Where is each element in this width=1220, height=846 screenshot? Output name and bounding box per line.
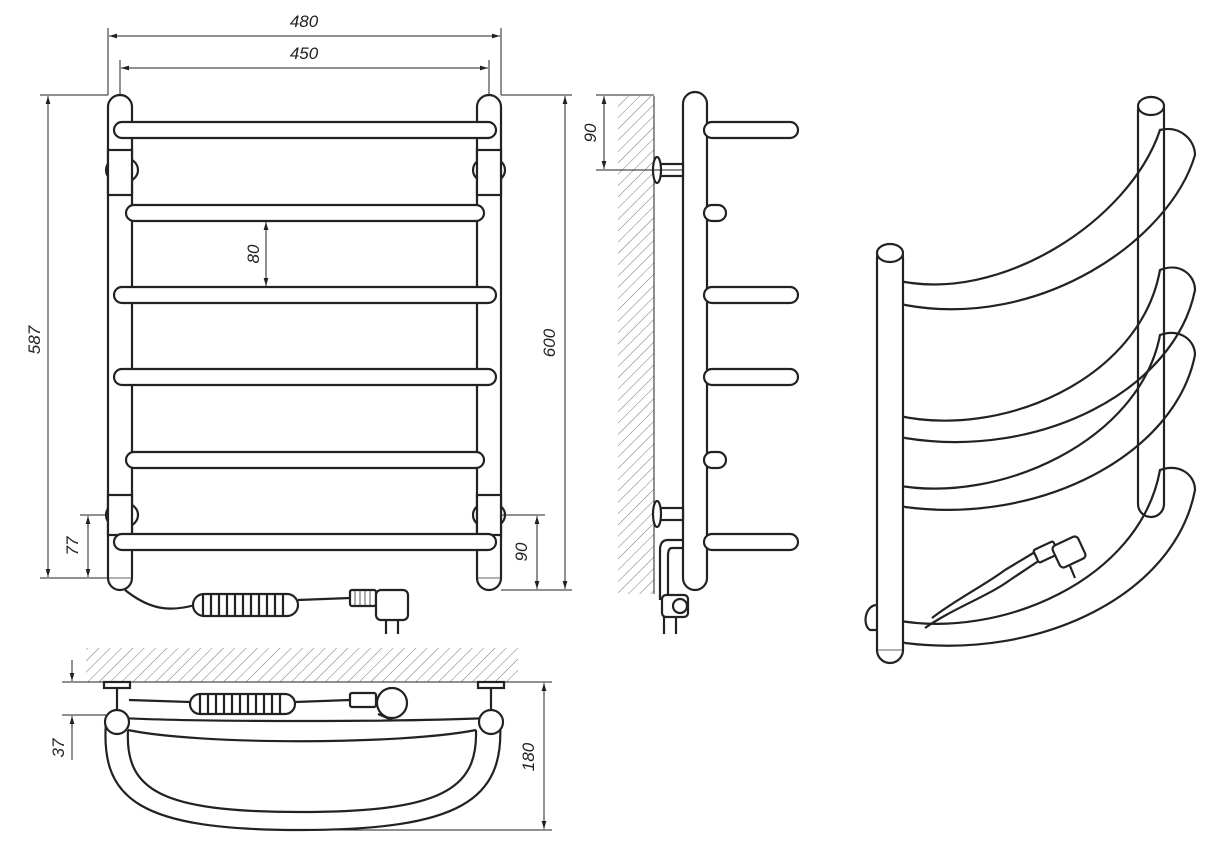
side-rung-6 (702, 532, 800, 552)
dim-bottom-left: 77 (63, 536, 82, 555)
side-view: 90 (581, 90, 800, 634)
isometric-view (864, 95, 1197, 665)
dim-bottom-right: 90 (512, 542, 531, 561)
wall-hatch-side (618, 96, 654, 594)
rung-1 (112, 120, 498, 140)
dim-axis-width: 450 (290, 44, 319, 63)
cable-coil (191, 592, 300, 618)
dim-side-top-offset: 90 (581, 123, 600, 142)
dim-height-left: 587 (25, 325, 44, 354)
side-rung-1 (702, 120, 800, 140)
iso-back-post (1136, 95, 1166, 519)
rung-5 (124, 450, 486, 470)
top-view: 37 180 (49, 648, 552, 832)
top-view-rung-outer (104, 721, 502, 832)
iso-front-post (875, 243, 905, 665)
dim-height-right: 600 (540, 328, 559, 357)
rung-2 (124, 203, 486, 223)
side-rung-3 (702, 285, 800, 305)
rung-4 (112, 367, 498, 387)
top-cable-coil (188, 692, 297, 716)
dim-step: 80 (244, 244, 263, 263)
power-cable (124, 589, 196, 610)
top-post-right (477, 708, 505, 736)
rung-6 (112, 532, 498, 552)
dim-wall-gap: 37 (49, 738, 68, 757)
top-view-rung-inner (126, 729, 478, 814)
wall-hatch-top (86, 648, 518, 682)
top-post-left (103, 708, 131, 736)
rung-3 (112, 285, 498, 305)
top-plug (375, 686, 409, 720)
iso-cable-coil (924, 535, 1087, 629)
dim-depth: 180 (519, 742, 538, 771)
front-view: 480 450 80 587 600 77 90 (25, 12, 572, 634)
side-rung-4 (702, 367, 800, 387)
plug (348, 588, 410, 634)
side-post (681, 90, 709, 592)
dim-overall-width: 480 (290, 12, 319, 31)
side-rung-2 (702, 203, 728, 223)
side-rung-5 (702, 450, 728, 470)
